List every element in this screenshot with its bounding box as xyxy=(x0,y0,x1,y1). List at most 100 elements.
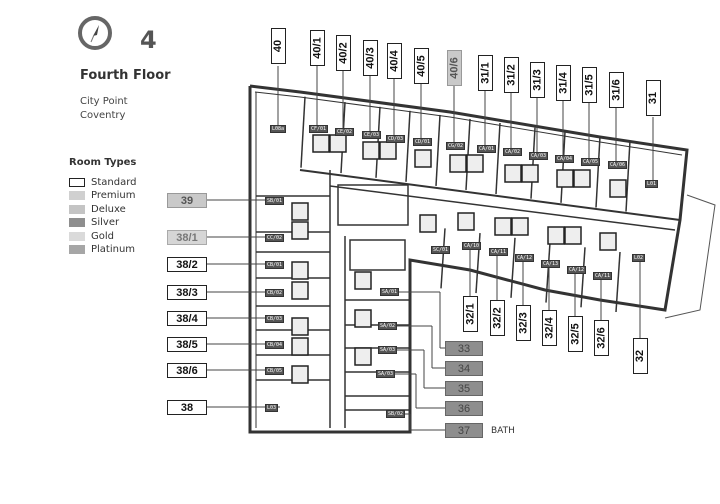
room-number: 40/4 xyxy=(388,50,401,72)
room-tag-32-4[interactable]: 32/4 xyxy=(542,310,557,346)
room-tag-33[interactable]: 33 xyxy=(445,341,483,356)
room-number: 38/5 xyxy=(176,338,198,351)
corridor-wall xyxy=(299,169,681,221)
legend-label: Gold xyxy=(91,230,114,242)
room-number: 32/6 xyxy=(595,327,608,349)
room-code: CA/11 xyxy=(593,272,613,280)
room-tag-40-3[interactable]: 40/3 xyxy=(363,40,378,76)
room-code: CE/02 xyxy=(335,128,355,136)
room-partition xyxy=(580,247,586,308)
room-number: 38/3 xyxy=(176,286,198,299)
room-code: L03 xyxy=(265,404,279,412)
plan-line xyxy=(254,91,683,156)
legend-swatch xyxy=(69,191,85,200)
room-number: 32/4 xyxy=(543,317,556,339)
lift-shaft xyxy=(337,184,409,226)
room-tag-35[interactable]: 35 xyxy=(445,381,483,396)
bathroom-pod-icon xyxy=(379,141,397,160)
room-tag-32-6[interactable]: 32/6 xyxy=(594,320,609,356)
bathroom-pod-icon xyxy=(504,164,522,183)
bathroom-pod-icon xyxy=(494,217,512,236)
location-line-1: City Point xyxy=(80,96,128,107)
room-tag-38-2[interactable]: 38/2 xyxy=(167,257,207,272)
room-code: CF/01 xyxy=(309,125,329,133)
room-tag-31-5[interactable]: 31/5 xyxy=(582,67,597,103)
bathroom-pod-icon xyxy=(573,169,591,188)
bathroom-pod-icon xyxy=(354,271,372,290)
room-code: CA/10 xyxy=(462,242,482,250)
room-tag-32-3[interactable]: 32/3 xyxy=(516,305,531,341)
room-tag-38-6[interactable]: 38/6 xyxy=(167,363,207,378)
legend-label: Silver xyxy=(91,217,120,228)
bathroom-pod-icon xyxy=(564,226,582,245)
legend-swatch xyxy=(69,218,85,227)
room-number: 40/6 xyxy=(448,57,461,79)
room-number: 37 xyxy=(457,424,471,437)
room-tag-31-3[interactable]: 31/3 xyxy=(530,62,545,98)
bathroom-pod-icon xyxy=(354,347,372,366)
room-tag-39[interactable]: 39 xyxy=(167,193,207,208)
room-number: 38 xyxy=(180,401,194,414)
room-tag-31-4[interactable]: 31/4 xyxy=(556,65,571,101)
room-tag-31-6[interactable]: 31/6 xyxy=(609,72,624,108)
legend-item-gold: Gold xyxy=(69,230,114,242)
room-tag-38-4[interactable]: 38/4 xyxy=(167,311,207,326)
room-partition xyxy=(625,140,631,212)
room-partition xyxy=(440,228,446,289)
room-code: CA/13 xyxy=(541,260,561,268)
room-tag-40-2[interactable]: 40/2 xyxy=(336,35,351,71)
room-code: SB/02 xyxy=(386,410,406,418)
room-tag-38-5[interactable]: 38/5 xyxy=(167,337,207,352)
corridor-wall xyxy=(329,185,676,231)
room-partition xyxy=(615,251,621,313)
room-code: SA/02 xyxy=(378,322,398,330)
room-code: CA/05 xyxy=(581,158,601,166)
room-partition xyxy=(510,237,516,298)
room-code: L02 xyxy=(632,254,646,262)
room-tag-38[interactable]: 38 xyxy=(167,400,207,415)
bathroom-pod-icon xyxy=(291,261,309,280)
room-code: CG/02 xyxy=(446,142,466,150)
room-tag-38-3[interactable]: 38/3 xyxy=(167,285,207,300)
room-code: L08a xyxy=(270,125,287,133)
room-code: L01 xyxy=(645,180,659,188)
room-code: CA/02 xyxy=(503,148,523,156)
room-tag-31-1[interactable]: 31/1 xyxy=(478,55,493,91)
room-code: CA/04 xyxy=(555,155,575,163)
room-code: SB/01 xyxy=(265,197,285,205)
legend-title: Room Types xyxy=(69,157,137,168)
room-tag-31-2[interactable]: 31/2 xyxy=(504,57,519,93)
room-tag-34[interactable]: 34 xyxy=(445,361,483,376)
room-number: 31/1 xyxy=(479,62,492,84)
legend-swatch xyxy=(69,245,85,254)
room-tag-32[interactable]: 32 xyxy=(633,338,648,374)
room-tag-40-6[interactable]: 40/6 xyxy=(447,50,462,86)
room-tag-32-5[interactable]: 32/5 xyxy=(568,316,583,352)
core-room-code: SC/01 xyxy=(431,246,451,254)
bathroom-pod-icon xyxy=(419,214,437,233)
bathroom-pod-icon xyxy=(362,141,380,160)
room-tag-37[interactable]: 37 xyxy=(445,423,483,438)
room-partition xyxy=(435,114,441,186)
bathroom-pod-icon xyxy=(291,317,309,336)
room-number: 33 xyxy=(457,342,471,355)
stairwell xyxy=(349,239,406,271)
room-number: 31/6 xyxy=(610,79,623,101)
bathroom-pod-icon xyxy=(312,134,330,153)
room-code: SA/03 xyxy=(378,346,398,354)
room-number: 38/1 xyxy=(176,231,198,244)
room-tag-40-1[interactable]: 40/1 xyxy=(310,30,325,66)
compass-icon xyxy=(78,16,112,50)
room-tag-38-1[interactable]: 38/1 xyxy=(167,230,207,245)
room-tag-40-5[interactable]: 40/5 xyxy=(414,48,429,84)
room-tag-40-4[interactable]: 40/4 xyxy=(387,43,402,79)
room-number: 31/2 xyxy=(505,64,518,86)
legend-label: Deluxe xyxy=(91,203,126,215)
room-tag-36[interactable]: 36 xyxy=(445,401,483,416)
room-code: CA/06 xyxy=(608,161,628,169)
room-tag-40[interactable]: 40 xyxy=(271,28,286,64)
room-tag-32-1[interactable]: 32/1 xyxy=(463,296,478,332)
room-tag-32-2[interactable]: 32/2 xyxy=(490,300,505,336)
room-tag-31[interactable]: 31 xyxy=(646,80,661,116)
